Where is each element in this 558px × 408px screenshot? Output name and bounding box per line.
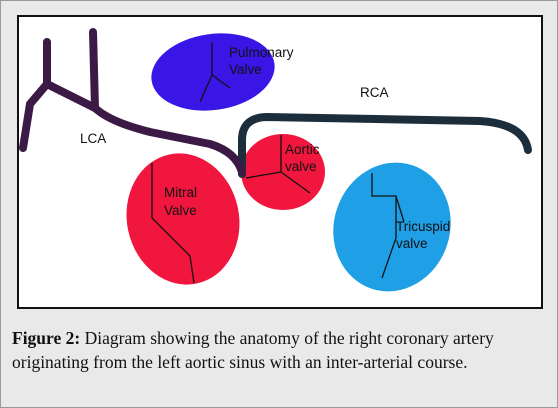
mitral-valve-shape — [126, 153, 240, 285]
figure-label: Figure 2: — [12, 328, 81, 348]
figure-caption: Figure 2: Diagram showing the anatomy of… — [12, 326, 548, 374]
pulmonary-valve-label: Pulmonary — [229, 45, 294, 60]
mitral-valve-label-line2: Valve — [164, 203, 197, 218]
aortic-valve-label: Aortic — [285, 142, 320, 157]
pulmonary-valve — [151, 33, 275, 111]
lca-label: LCA — [80, 131, 106, 146]
mitral-valve-leaflet-lines — [151, 163, 195, 284]
caption-text: Diagram showing the anatomy of the right… — [12, 328, 494, 372]
rca-label: RCA — [360, 85, 389, 100]
pulmonary-valve-leaflet-lines — [199, 42, 231, 103]
lca-branch — [43, 38, 99, 112]
rca-vessel — [238, 113, 532, 178]
mitral-valve-label: Mitral — [164, 185, 197, 200]
aortic-valve — [241, 134, 325, 210]
pulmonary-valve-shape — [151, 33, 275, 111]
lca-vessel — [89, 28, 246, 176]
aortic-valve-label-line2: valve — [285, 159, 317, 174]
tricuspid-valve-label-line2: valve — [396, 236, 428, 251]
tricuspid-valve-label: Tricuspid — [396, 219, 450, 234]
tricuspid-valve-leaflet-lines — [371, 173, 405, 279]
tricuspid-valve-shape — [333, 162, 451, 292]
lca-distal-branch — [19, 80, 51, 152]
pulmonary-valve-label-line2: Valve — [229, 62, 262, 77]
tricuspid-valve — [333, 162, 451, 292]
aortic-valve-shape — [241, 134, 325, 210]
mitral-valve — [126, 153, 240, 285]
aortic-valve-leaflet-lines — [245, 135, 311, 194]
